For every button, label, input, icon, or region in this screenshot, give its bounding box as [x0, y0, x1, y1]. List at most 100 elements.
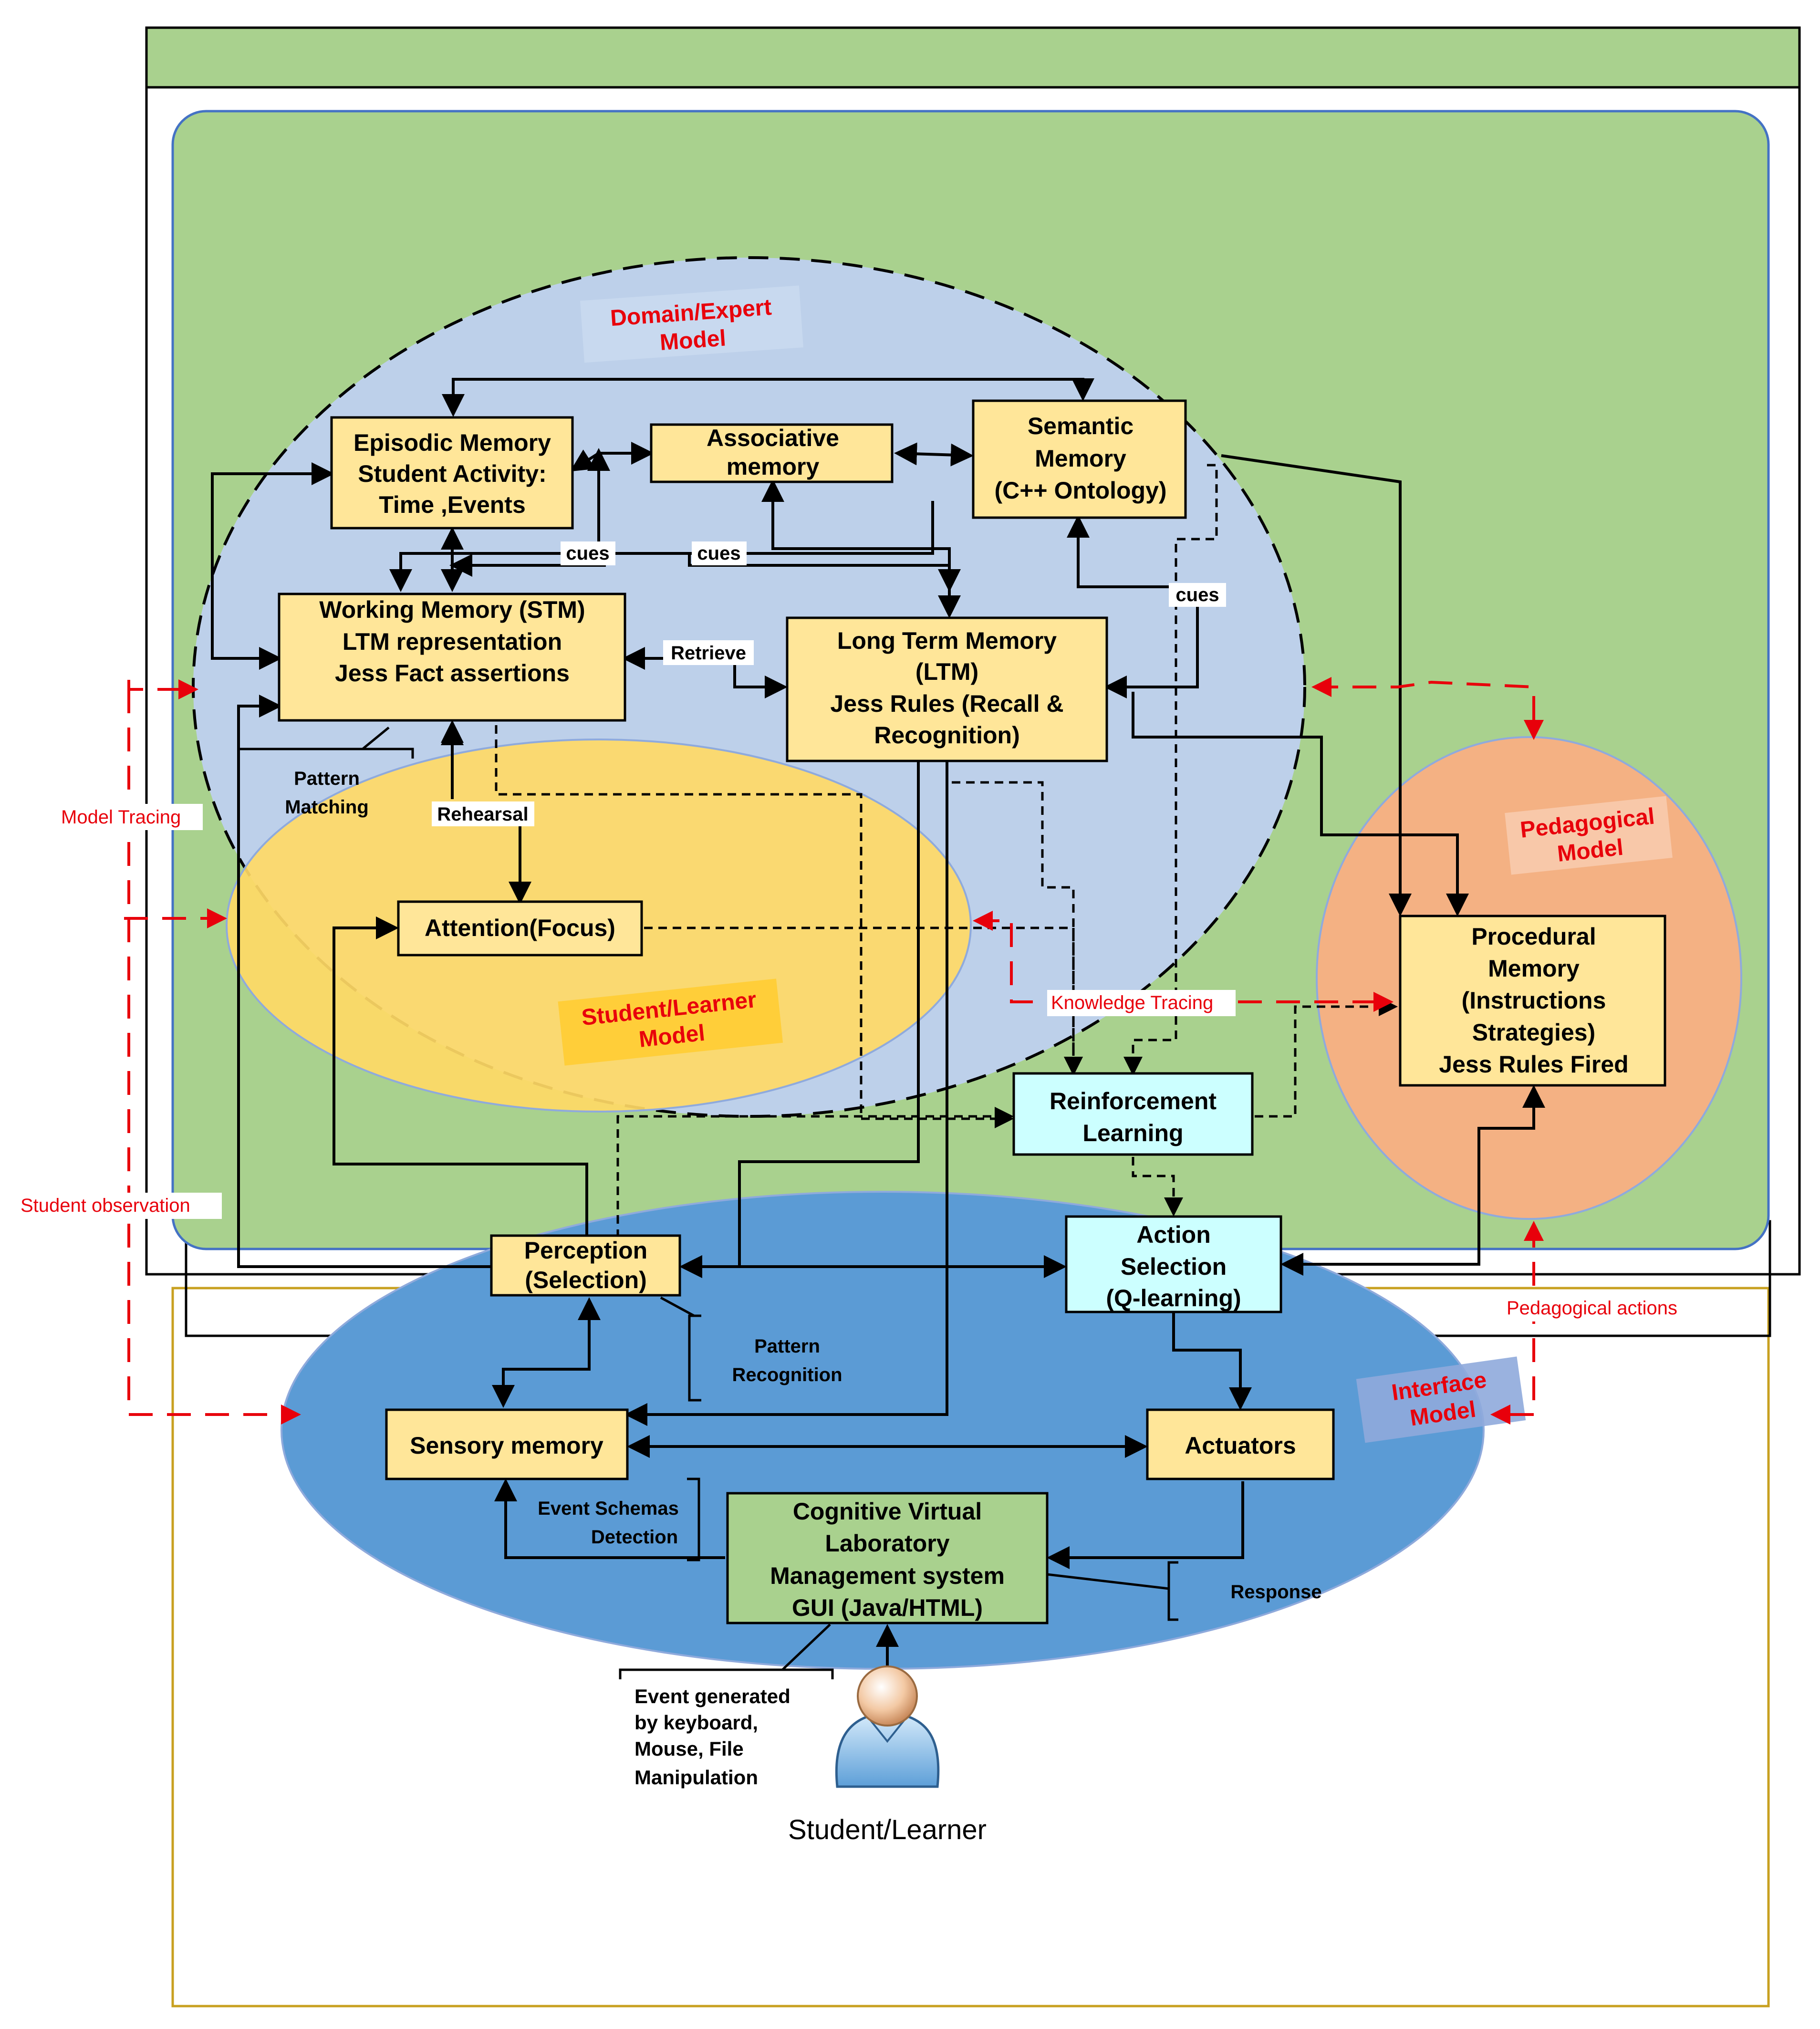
svg-text:Detection: Detection	[591, 1527, 678, 1548]
svg-text:cues: cues	[566, 543, 609, 564]
domain-model-label: Domain/Expert Model	[580, 285, 803, 363]
action-selection-box: Action Selection (Q-learning)	[1065, 1215, 1282, 1313]
episodic-memory-box: Episodic Memory Student Activity: Time ,…	[330, 416, 574, 530]
student-user-icon	[835, 1665, 940, 1788]
svg-text:Management system: Management system	[770, 1562, 1005, 1589]
working-memory-box: Working Memory (STM) LTM representation …	[278, 593, 626, 722]
red-student-observation	[127, 689, 301, 1425]
edge-semantic-cues	[1067, 515, 1197, 588]
svg-text:Matching: Matching	[285, 797, 369, 818]
svg-text:Event Schemas: Event Schemas	[538, 1498, 679, 1519]
svg-text:Model Tracing: Model Tracing	[61, 807, 181, 828]
edge-ltm-procedural	[1132, 692, 1469, 916]
svg-text:(Selection): (Selection)	[525, 1267, 647, 1293]
svg-text:(LTM): (LTM)	[915, 658, 978, 685]
event-generated-bracket	[619, 1623, 834, 1679]
svg-text:Cognitive Virtual: Cognitive Virtual	[793, 1498, 982, 1525]
attention-box: Attention(Focus)	[397, 900, 643, 957]
svg-text:Knowledge Tracing: Knowledge Tracing	[1051, 992, 1213, 1013]
edge-associative-semantic	[894, 442, 974, 467]
svg-text:Jess Fact assertions: Jess Fact assertions	[335, 660, 570, 687]
rehearsal-label: Rehearsal	[432, 801, 534, 826]
interface-model-label: Interface Model	[1356, 1356, 1526, 1443]
svg-text:Learning: Learning	[1082, 1120, 1183, 1146]
model-tracing-label: Model Tracing	[57, 804, 203, 830]
svg-text:(C++ Ontology): (C++ Ontology)	[994, 477, 1166, 504]
edge-cues-ltm	[1104, 587, 1199, 698]
svg-text:Manipulation: Manipulation	[634, 1766, 758, 1789]
cues-label-mid: cues	[692, 541, 747, 565]
red-domain-pedagogical	[1311, 677, 1544, 740]
response-annotation: Response	[1230, 1582, 1321, 1602]
procedural-memory-box: Procedural Memory (Instructions Strategi…	[1399, 915, 1666, 1087]
edge-cues-top-left	[389, 501, 934, 592]
cognitive-lab-gui-box: Cognitive Virtual Laboratory Management …	[726, 1492, 1049, 1624]
edge-episodic-semantic	[442, 378, 1094, 417]
svg-text:Student observation: Student observation	[21, 1195, 190, 1216]
svg-text:GUI (Java/HTML): GUI (Java/HTML)	[792, 1594, 983, 1621]
edge-semantic-procedural	[1221, 454, 1412, 916]
event-generated-annotation: Event generated by keyboard, Mouse, File…	[634, 1685, 790, 1789]
svg-text:Retrieve: Retrieve	[671, 643, 746, 664]
pedagogical-model-label: Pedagogical Model	[1505, 796, 1673, 875]
svg-text:Long Term Memory: Long Term Memory	[837, 627, 1057, 654]
perception-box: Perception (Selection)	[490, 1234, 681, 1297]
svg-text:Pattern: Pattern	[294, 768, 360, 789]
svg-text:Working Memory (STM): Working Memory (STM)	[319, 596, 585, 623]
svg-text:Semantic: Semantic	[1028, 413, 1134, 439]
actuators-box: Actuators	[1146, 1408, 1335, 1480]
svg-text:LTM representation: LTM representation	[343, 628, 562, 655]
svg-text:Episodic Memory: Episodic Memory	[354, 429, 551, 456]
svg-text:Event generated: Event generated	[634, 1685, 790, 1707]
edge-ltm-sensory	[624, 761, 948, 1426]
edge-cues-to-working	[688, 553, 961, 592]
svg-text:Jess Rules Fired: Jess Rules Fired	[1439, 1051, 1628, 1078]
edge-action-actuators	[1172, 1312, 1252, 1410]
student-learner-caption: Student/Learner	[788, 1814, 987, 1845]
svg-text:(Instructions: (Instructions	[1462, 987, 1606, 1014]
edge-working-ltm-retrieve	[625, 658, 785, 687]
svg-text:by keyboard,: by keyboard,	[634, 1711, 758, 1734]
pattern-recognition-bracket	[660, 1296, 701, 1402]
svg-text:Memory: Memory	[1035, 445, 1126, 472]
long-term-memory-box: Long Term Memory (LTM) Jess Rules (Recal…	[786, 616, 1108, 762]
pattern-matching-bracket-top	[363, 748, 414, 759]
student-observation-label: Student observation	[17, 1193, 222, 1219]
associative-memory-box: Associative memory	[650, 423, 894, 483]
student-model-label: Student/Learner Model	[558, 978, 783, 1066]
svg-text:Time ,Events: Time ,Events	[379, 491, 526, 518]
edge-perception-rl	[616, 1107, 1014, 1238]
sensory-memory-box: Sensory memory	[385, 1408, 629, 1480]
svg-text:Selection: Selection	[1121, 1253, 1227, 1280]
svg-text:Procedural: Procedural	[1471, 923, 1596, 950]
svg-text:Student Activity:: Student Activity:	[358, 460, 546, 487]
svg-text:Attention(Focus): Attention(Focus)	[425, 915, 615, 941]
semantic-memory-box: Semantic Memory (C++ Ontology)	[972, 399, 1187, 519]
reinforcement-learning-box: Reinforcement Learning	[1012, 1072, 1254, 1156]
pattern-matching-annotation: Pattern Matching	[285, 768, 369, 818]
edge-perception-attention	[333, 916, 588, 1238]
svg-text:Sensory memory: Sensory memory	[410, 1432, 603, 1459]
svg-text:cues: cues	[697, 543, 740, 564]
svg-text:Laboratory: Laboratory	[825, 1530, 949, 1557]
top-band	[145, 26, 1801, 89]
edge-gui-sensory	[494, 1478, 725, 1559]
event-schemas-annotation: Event Schemas Detection	[538, 1498, 679, 1548]
svg-text:Associative: Associative	[707, 425, 839, 451]
svg-text:Model: Model	[659, 325, 727, 355]
svg-text:Strategies): Strategies)	[1472, 1019, 1595, 1046]
svg-text:Actuators: Actuators	[1185, 1432, 1296, 1459]
edge-rl-action	[1132, 1157, 1183, 1217]
retrieve-label: Retrieve	[663, 640, 754, 665]
svg-text:Pattern: Pattern	[754, 1336, 820, 1357]
svg-text:Action: Action	[1136, 1221, 1211, 1248]
svg-text:Pedagogical actions: Pedagogical actions	[1507, 1298, 1677, 1319]
edge-working-reinforcement	[495, 725, 1014, 1128]
svg-text:memory: memory	[727, 453, 820, 480]
pattern-recognition-annotation: Pattern Recognition	[732, 1336, 842, 1385]
svg-text:Perception: Perception	[524, 1237, 647, 1264]
edge-perception-left-working	[237, 695, 491, 1268]
pedagogical-actions-label: Pedagogical actions	[1503, 1295, 1703, 1321]
svg-text:Mouse, File: Mouse, File	[634, 1738, 744, 1760]
